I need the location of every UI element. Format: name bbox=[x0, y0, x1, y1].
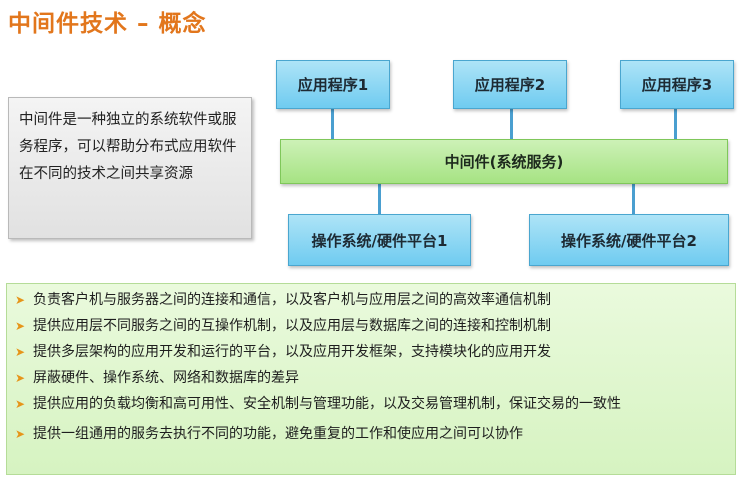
arrow-bullet-icon: ➤ bbox=[15, 427, 26, 441]
feature-item: ➤ 提供一组通用的服务去执行不同的功能，避免重复的工作和使应用之间可以协作 bbox=[15, 421, 729, 447]
connector-app3 bbox=[674, 109, 677, 139]
platform-box-1: 操作系统/硬件平台1 bbox=[288, 214, 471, 266]
feature-item: ➤ 提供应用层不同服务之间的互操作机制，以及应用层与数据库之间的连接和控制机制 bbox=[15, 313, 729, 339]
arrow-bullet-icon: ➤ bbox=[15, 293, 26, 307]
arrow-bullet-icon: ➤ bbox=[15, 345, 26, 359]
app-box-3: 应用程序3 bbox=[620, 60, 734, 109]
connector-os2 bbox=[632, 184, 635, 214]
app-box-1: 应用程序1 bbox=[276, 60, 390, 109]
middleware-box: 中间件(系统服务) bbox=[280, 139, 728, 184]
arrow-bullet-icon: ➤ bbox=[15, 397, 26, 411]
feature-item: ➤ 提供多层架构的应用开发和运行的平台，以及应用开发框架，支持模块化的应用开发 bbox=[15, 339, 729, 365]
feature-list: ➤ 负责客户机与服务器之间的连接和通信，以及客户机与应用层之间的高效率通信机制 … bbox=[6, 283, 736, 475]
page-title: 中间件技术 – 概念 bbox=[8, 11, 207, 37]
feature-item: ➤ 负责客户机与服务器之间的连接和通信，以及客户机与应用层之间的高效率通信机制 bbox=[15, 287, 729, 313]
connector-os1 bbox=[378, 184, 381, 214]
platform-box-2: 操作系统/硬件平台2 bbox=[529, 214, 729, 266]
feature-item: ➤ 屏蔽硬件、操作系统、网络和数据库的差异 bbox=[15, 365, 729, 391]
definition-box: 中间件是一种独立的系统软件或服务程序，可以帮助分布式应用软件在不同的技术之间共享… bbox=[8, 97, 252, 239]
arrow-bullet-icon: ➤ bbox=[15, 319, 26, 333]
arrow-bullet-icon: ➤ bbox=[15, 371, 26, 385]
feature-item: ➤ 提供应用的负载均衡和高可用性、安全机制与管理功能，以及交易管理机制，保证交易… bbox=[15, 391, 729, 417]
connector-app1 bbox=[331, 109, 334, 139]
app-box-2: 应用程序2 bbox=[453, 60, 567, 109]
connector-app2 bbox=[510, 109, 513, 139]
